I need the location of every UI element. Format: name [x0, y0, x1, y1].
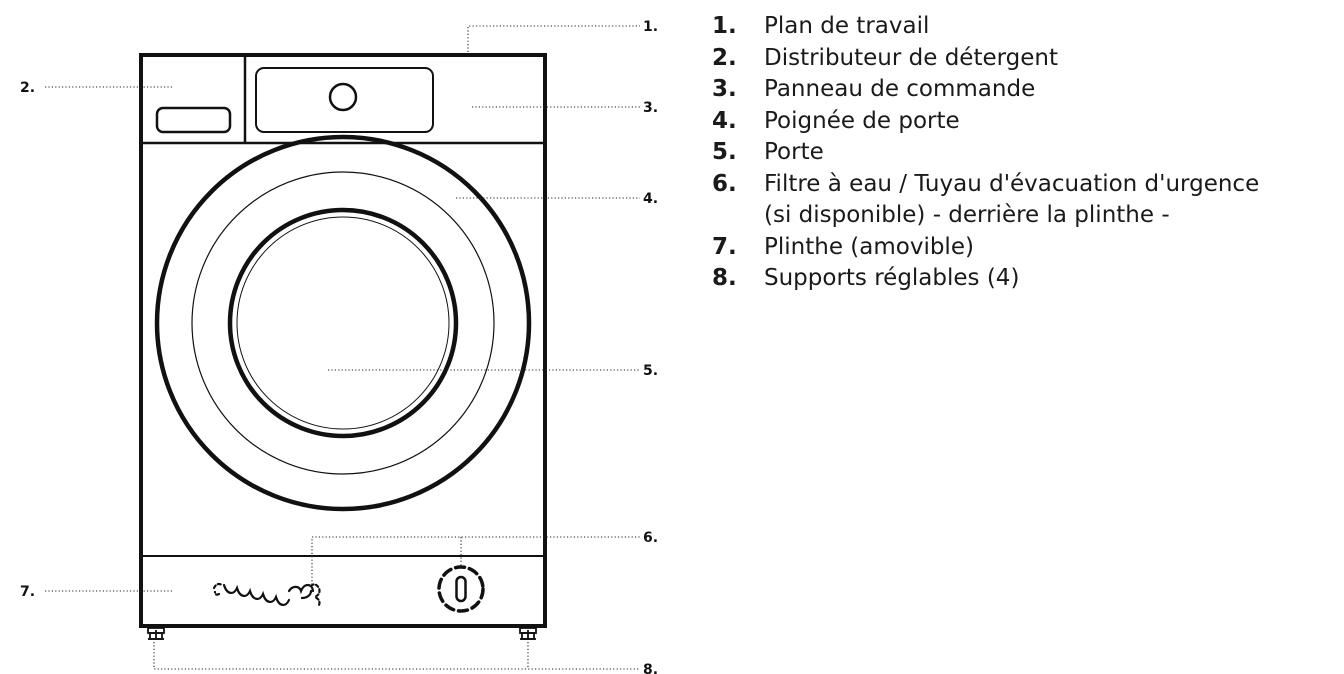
legend-label: Filtre à eau / Tuyau d'évacuation d'urge… [764, 170, 1260, 229]
callout-number-7: 7. [20, 584, 35, 600]
legend-label: Porte [764, 139, 824, 165]
legend-item-4: 4. Poignée de porte [712, 106, 1259, 138]
door-glass-inner [236, 216, 450, 430]
callout-number-1: 1. [643, 19, 658, 35]
legend-item-6: 6. Filtre à eau / Tuyau d'évacuation d'ur… [712, 169, 1259, 232]
legend-item-3: 3. Panneau de commande [712, 74, 1259, 106]
legend-number: 8. [712, 265, 737, 291]
legend-label: Poignée de porte [764, 107, 960, 134]
callout-number-8: 8. [643, 662, 658, 674]
detergent-drawer-handle [155, 106, 232, 134]
callout-number-6: 6. [643, 530, 658, 546]
emergency-drain-hose-icon [212, 582, 321, 607]
door-outer-ring [154, 134, 532, 512]
legend-item-7: 7. Plinthe (amovible) [712, 232, 1259, 264]
callout-number-2: 2. [20, 80, 35, 96]
door-middle-ring [191, 171, 495, 475]
adjustable-foot-right [519, 627, 537, 640]
legend-label: Supports réglables (4) [764, 265, 1020, 291]
legend-number: 2. [712, 44, 737, 71]
callout-number-3: 3. [643, 100, 658, 116]
legend-item-5: 5. Porte [712, 137, 1259, 169]
leader-lines [45, 25, 640, 670]
water-filter-icon [437, 565, 485, 613]
legend-number: 7. [712, 233, 737, 260]
legend-number: 4. [712, 107, 737, 134]
legend-label: Plinthe (amovible) [764, 233, 974, 260]
callout-number-5: 5. [643, 363, 658, 379]
adjustable-foot-left [147, 627, 165, 640]
legend-item-2: 2. Distributeur de détergent [712, 43, 1259, 75]
legend-number: 6. [712, 170, 737, 197]
legend-item-8: 8. Supports réglables (4) [712, 263, 1259, 295]
legend-label: Panneau de commande [764, 76, 1036, 102]
legend-label: Distributeur de détergent [764, 44, 1059, 71]
legend-item-1: 1. Plan de travail [712, 11, 1259, 43]
legend-number: 1. [712, 13, 737, 39]
callout-number-4: 4. [643, 191, 658, 207]
legend-number: 5. [712, 139, 737, 165]
machine-cabinet [139, 53, 547, 628]
parts-legend: 1. Plan de travail 2. Distributeur de déte… [712, 11, 1259, 295]
program-knob [328, 82, 358, 112]
legend-label: Plan de travail [764, 13, 930, 39]
control-panel-display [255, 67, 434, 133]
legend-number: 3. [712, 76, 737, 102]
washing-machine-diagram: 1. 2. 3. 4. 5. 6. 7. 8. [20, 19, 658, 674]
door-glass-ring [227, 207, 459, 439]
